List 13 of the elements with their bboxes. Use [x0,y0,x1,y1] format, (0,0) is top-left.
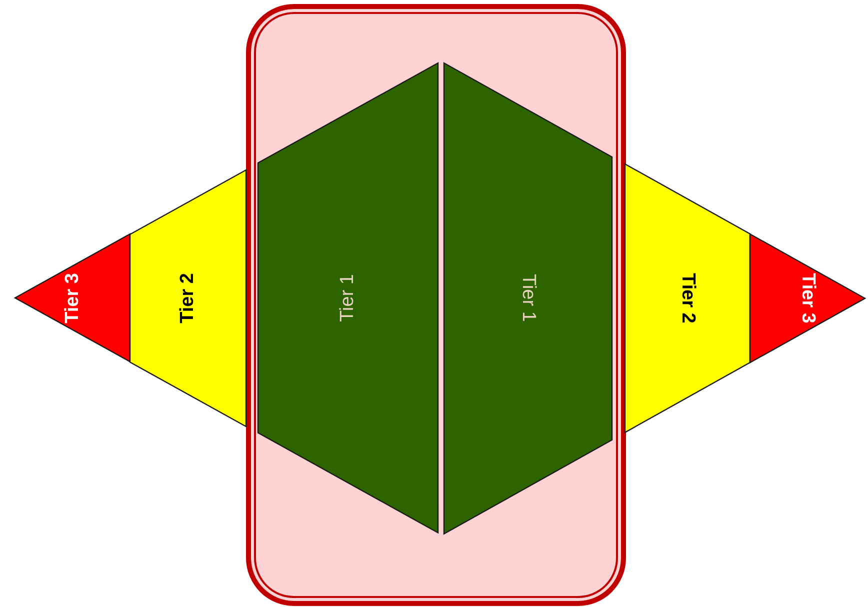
segment-label: Tier 1 [337,274,359,322]
segment-label: Tier 3 [796,272,818,324]
segment-label: Tier 2 [676,272,698,324]
pyramid-segment [750,234,865,362]
pyramid-segment [625,164,750,432]
pyramid-segment [130,170,246,426]
pyramid-segment [444,62,612,534]
segment-label: Tier 2 [177,272,199,324]
pyramid-segment [15,234,130,362]
pyramid-segment [258,63,438,533]
rounded-panel [246,4,626,606]
segment-label: Tier 1 [517,274,539,322]
segment-label: Tier 3 [62,272,84,324]
